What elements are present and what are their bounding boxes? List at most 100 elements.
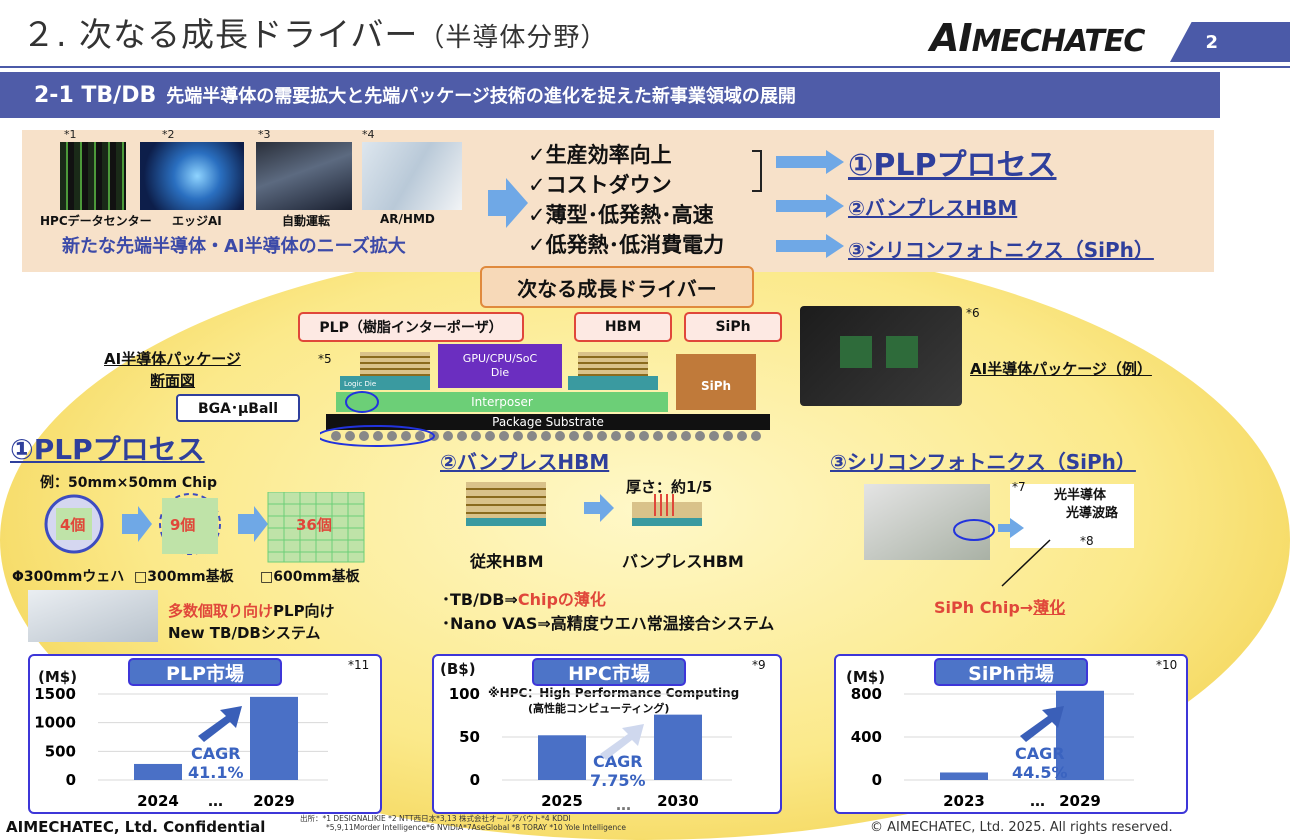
note-1: *1 bbox=[64, 128, 77, 141]
logic-die bbox=[340, 376, 430, 390]
y-tick-label: 100 bbox=[449, 685, 480, 703]
bar-2029 bbox=[250, 696, 298, 780]
x-tick-label: 2024 bbox=[137, 792, 179, 810]
x-tick-label: 2029 bbox=[1059, 792, 1101, 810]
arrow-icon bbox=[776, 234, 844, 258]
caption-ar: AR/HMD bbox=[380, 212, 435, 226]
plp-section-title: ①PLPプロセス bbox=[10, 433, 205, 466]
x-tick-label: 2023 bbox=[943, 792, 985, 810]
hbm-line1: ･TB/DB⇒Chipの薄化 bbox=[442, 590, 606, 609]
edge-ai-image bbox=[140, 142, 244, 210]
ar-hmd-image bbox=[362, 142, 462, 210]
section-banner: 2-1 TB/DB 先端半導体の需要拡大と先端パッケージ技術の進化を捉えた新事業… bbox=[0, 72, 1220, 118]
caption-hpc: HPCデータセンター bbox=[40, 214, 152, 228]
market-title-hpc: HPC市場 bbox=[532, 658, 686, 686]
hbm-diagram bbox=[466, 482, 702, 526]
outcome-arrows bbox=[776, 150, 844, 258]
tbdb-system-image bbox=[28, 590, 158, 642]
siph-section-title: ③シリコンフォトニクス（SiPh） bbox=[830, 450, 1136, 474]
benefit-item: ✓薄型･低発熱･高速 bbox=[528, 203, 714, 227]
datacenter-image bbox=[60, 142, 126, 210]
y-tick-label: 1500 bbox=[34, 685, 76, 703]
note-5: *5 bbox=[318, 352, 332, 366]
count-4: 4個 bbox=[60, 516, 86, 534]
footer-sources: 出所：*1 DESIGNALIKIE *2 NTT西日本*3,13 株式会社オー… bbox=[300, 814, 626, 832]
ellipsis-plp: … bbox=[208, 792, 223, 810]
hbm-thickness: 厚さ：約1/5 bbox=[626, 478, 713, 496]
y-tick-label: 50 bbox=[459, 728, 480, 746]
y-tick-label: 0 bbox=[470, 771, 480, 789]
caption-autonomous: 自動運転 bbox=[282, 214, 331, 228]
needs-message: 新たな先端半導体・AI半導体のニーズ拡大 bbox=[62, 236, 406, 257]
note-4: *4 bbox=[362, 128, 375, 141]
note-3: *3 bbox=[258, 128, 271, 141]
hpc-footnote-1: ※HPC：High Performance Computing bbox=[488, 686, 740, 700]
siph-semiconductor: 光半導体 bbox=[1054, 488, 1107, 503]
growth-arrow-icon bbox=[600, 724, 644, 760]
hbm-line2: ･Nano VAS⇒高精度ウエハ常温接合システム bbox=[442, 614, 775, 633]
count-9: 9個 bbox=[170, 516, 196, 534]
header-rule bbox=[0, 66, 1290, 68]
unit-plp: (M$) bbox=[38, 668, 78, 686]
caption-edge-ai: エッジAI bbox=[172, 214, 222, 228]
outcome-siph[interactable]: ③シリコンフォトニクス（SiPh） bbox=[848, 238, 1154, 262]
bar-2024 bbox=[134, 763, 182, 780]
interposer bbox=[336, 392, 668, 412]
plp-system-line2: New TB/DBシステム bbox=[168, 624, 321, 642]
y-tick-label: 0 bbox=[66, 771, 76, 789]
market-title-plp: PLP市場 bbox=[128, 658, 282, 686]
logic-die-label: Logic Die bbox=[344, 380, 376, 388]
siph-tag: SiPh bbox=[684, 312, 782, 342]
bga-highlight bbox=[320, 425, 435, 447]
y-tick-label: 500 bbox=[45, 742, 76, 760]
footer-confidential: AIMECHATEC, Ltd. Confidential bbox=[6, 818, 266, 836]
gpu-die-label-2: Die bbox=[491, 366, 510, 379]
y-tick-label: 400 bbox=[851, 728, 882, 746]
substrate-label: Package Substrate bbox=[492, 415, 604, 429]
arrow-icon bbox=[776, 194, 844, 218]
siph-waveguide: 光導波路 bbox=[1066, 506, 1119, 521]
hbm-bumpless: バンプレスHBM bbox=[622, 552, 744, 571]
y-tick-label: 1000 bbox=[34, 714, 76, 732]
plp-example: 例：50mm×50mm Chip bbox=[40, 475, 217, 491]
footer-copyright: © AIMECHATEC, Ltd. 2025. All rights rese… bbox=[870, 820, 1173, 835]
growth-arrow-icon bbox=[198, 706, 242, 742]
interposer-label: Interposer bbox=[471, 395, 533, 409]
gpu-die bbox=[438, 344, 562, 388]
right-arrow-icon bbox=[488, 178, 528, 228]
growth-arrow-icon bbox=[1020, 706, 1064, 742]
benefit-list: ✓生産効率向上 ✓コストダウン ✓薄型･低発熱･高速 ✓低発熱･低消費電力 bbox=[528, 140, 724, 260]
siph-waveguide-image bbox=[1010, 484, 1134, 548]
x-tick-label: 2029 bbox=[253, 792, 295, 810]
note-11: *11 bbox=[348, 658, 370, 672]
ellipsis-siph: … bbox=[1030, 792, 1045, 810]
autonomous-driving-image bbox=[256, 142, 352, 210]
market-title-siph: SiPh市場 bbox=[934, 658, 1088, 686]
hbm-section-title: ②バンプレスHBM bbox=[440, 450, 610, 474]
package-example-label: AI半導体パッケージ（例） bbox=[970, 360, 1152, 378]
bar-2025 bbox=[538, 735, 586, 780]
note-2: *2 bbox=[162, 128, 175, 141]
package-substrate bbox=[326, 414, 770, 430]
siph-pointer bbox=[953, 518, 1051, 587]
outcome-plp[interactable]: ①PLPプロセス bbox=[848, 148, 1057, 183]
unit-siph: (M$) bbox=[846, 668, 886, 686]
gpu-die-label: GPU/CPU/SoC bbox=[463, 352, 538, 365]
note-6: *6 bbox=[966, 306, 980, 320]
plp-system-line1: 多数個取り向けPLP向け bbox=[168, 602, 335, 620]
plp-tag: PLP（樹脂インターポーザ） bbox=[298, 312, 524, 342]
benefit-item: ✓コストダウン bbox=[528, 173, 672, 197]
bracket bbox=[752, 150, 762, 192]
note-8: *8 bbox=[1080, 534, 1094, 548]
unit-hpc: (B$) bbox=[440, 660, 476, 678]
outcome-hbm[interactable]: ②バンプレスHBM bbox=[848, 196, 1018, 220]
bar-2030 bbox=[654, 714, 702, 780]
page-title: ２. 次なる成長ドライバー（半導体分野） bbox=[22, 15, 608, 54]
ellipsis-hpc: … bbox=[616, 796, 631, 814]
cross-section-label: AI半導体パッケージ bbox=[104, 350, 241, 368]
size-300: □300mm基板 bbox=[134, 569, 234, 585]
siph-chip-image bbox=[864, 484, 990, 560]
